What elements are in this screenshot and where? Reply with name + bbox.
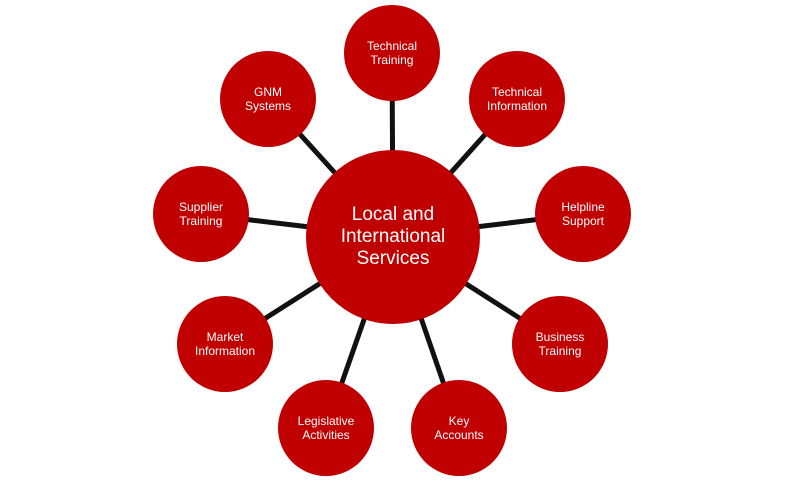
hub-circle	[306, 150, 480, 324]
node-label-technical-information: Technical Information	[486, 84, 548, 113]
node-circle-key-accounts	[411, 380, 507, 476]
hub-label: Local and International Services	[340, 204, 446, 269]
node-label-helpline-support: Helpline Support	[561, 199, 605, 228]
connector-market-information	[262, 280, 323, 322]
connectors	[246, 98, 538, 386]
node-circle-technical-information	[469, 51, 565, 147]
connector-gnm-systems	[297, 131, 338, 176]
node-circle-gnm-systems	[220, 51, 316, 147]
connector-technical-information	[447, 131, 489, 176]
connector-supplier-training	[246, 216, 309, 230]
node-label-technical-training: Technical Training	[366, 38, 418, 67]
node-circle-legislative-activities	[278, 380, 374, 476]
node-label-legislative-activities: Legislative Activities	[297, 413, 355, 442]
node-circle-market-information	[177, 296, 273, 392]
node-circle-helpline-support	[535, 166, 631, 262]
connector-key-accounts	[418, 316, 447, 386]
connector-legislative-activities	[338, 316, 368, 386]
node-circle-business-training	[512, 296, 608, 392]
node-circles	[153, 5, 631, 476]
connector-business-training	[463, 280, 523, 322]
node-label-supplier-training: Supplier Training	[178, 199, 224, 228]
node-label-market-information: Market Information	[194, 329, 256, 358]
node-circle-supplier-training	[153, 166, 249, 262]
node-label-key-accounts: Key Accounts	[434, 413, 484, 442]
node-label-business-training: Business Training	[535, 329, 585, 358]
node-label-gnm-systems: GNM Systems	[244, 84, 291, 113]
connector-helpline-support	[477, 217, 538, 230]
node-circle-technical-training	[344, 5, 440, 101]
